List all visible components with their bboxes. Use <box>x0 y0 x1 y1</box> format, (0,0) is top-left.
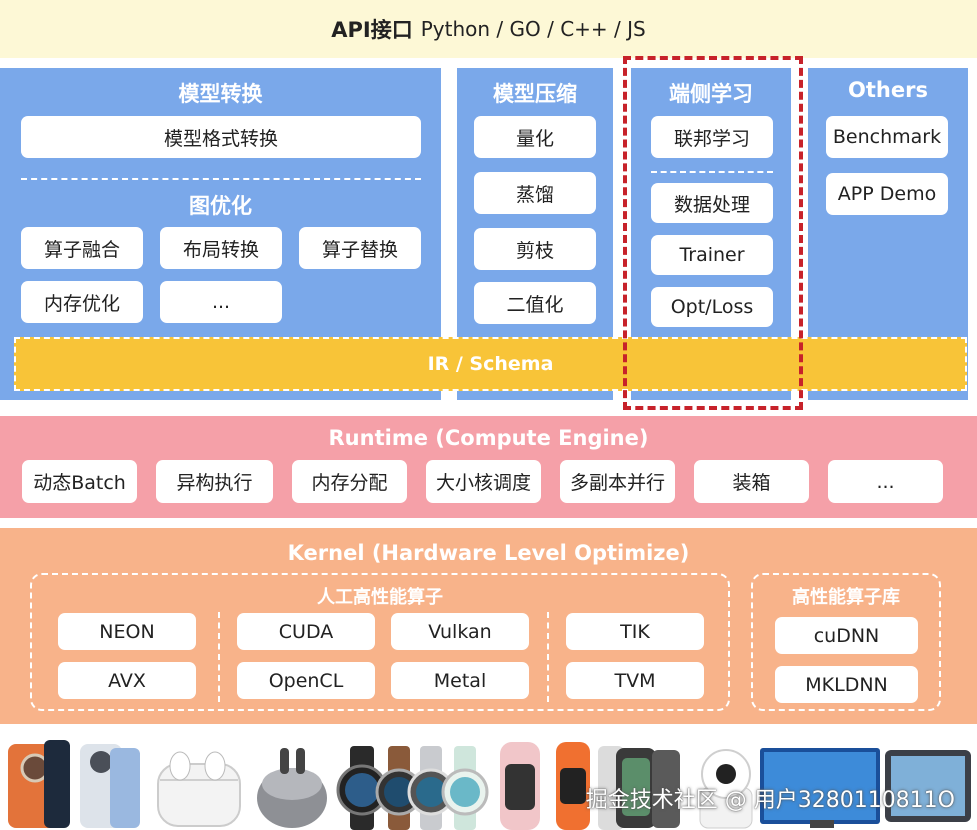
tablet-icon <box>885 750 971 822</box>
kernel-library-title: 高性能算子库 <box>792 587 900 608</box>
graph-item-op-replacement[interactable]: 算子替换 <box>299 227 421 269</box>
kernel-item-opencl[interactable]: OpenCL <box>237 662 375 699</box>
fitness-band-icon <box>500 742 540 830</box>
kernel-item-tik[interactable]: TIK <box>566 613 704 650</box>
runtime-item-core-scheduling[interactable]: 大小核调度 <box>426 460 541 503</box>
runtime-item-dynamic-batch[interactable]: 动态Batch <box>22 460 137 503</box>
runtime-item-multi-replica-parallel[interactable]: 多副本并行 <box>560 460 675 503</box>
kernel-item-neon[interactable]: NEON <box>58 613 196 650</box>
ir-schema-bar: IR / Schema <box>14 337 967 391</box>
kernel-title: Kernel (Hardware Level Optimize) <box>287 541 690 565</box>
smartwatch-icon <box>598 746 680 830</box>
manual-kernels-group <box>30 573 730 711</box>
others-item-benchmark[interactable]: Benchmark <box>826 116 948 158</box>
manual-kernels-title: 人工高性能算子 <box>317 587 443 608</box>
watermark: 掘金技术社区 @ 用户3280110811O <box>585 788 955 813</box>
smartwatch-icon <box>441 746 489 830</box>
conversion-divider <box>21 178 421 180</box>
runtime-item-heterogeneous-execution[interactable]: 异构执行 <box>156 460 273 503</box>
kernel-library-group <box>751 573 941 711</box>
runtime-title: Runtime (Compute Engine) <box>328 426 649 450</box>
api-label: API接口 <box>331 18 413 42</box>
edge-item-federated-learning[interactable]: 联邦学习 <box>651 116 773 158</box>
device-strip <box>0 728 977 830</box>
model-compression-title: 模型压缩 <box>493 82 577 106</box>
kernel-separator-2 <box>547 612 549 702</box>
edge-item-data-processing[interactable]: 数据处理 <box>651 183 773 223</box>
kernel-library-cudnn[interactable]: cuDNN <box>775 617 918 654</box>
kernel-item-cuda[interactable]: CUDA <box>237 613 375 650</box>
graph-optimization-title: 图优化 <box>189 194 252 218</box>
edge-item-trainer[interactable]: Trainer <box>651 235 773 275</box>
kernel-item-vulkan[interactable]: Vulkan <box>391 613 529 650</box>
compression-item-distillation[interactable]: 蒸馏 <box>474 172 596 214</box>
kernel-library-mkldnn[interactable]: MKLDNN <box>775 666 918 703</box>
kernel-separator-1 <box>218 612 220 702</box>
kernel-item-tvm[interactable]: TVM <box>566 662 704 699</box>
compression-item-pruning[interactable]: 剪枝 <box>474 228 596 270</box>
compression-item-quantization[interactable]: 量化 <box>474 116 596 158</box>
camera-icon <box>699 749 753 829</box>
compression-item-binarization[interactable]: 二值化 <box>474 282 596 324</box>
graph-item-memory-optimization[interactable]: 内存优化 <box>21 281 143 323</box>
graph-item-op-fusion[interactable]: 算子融合 <box>21 227 143 269</box>
tv-icon <box>760 748 880 828</box>
runtime-item-memory-allocation[interactable]: 内存分配 <box>292 460 407 503</box>
runtime-item-more[interactable]: ... <box>828 460 943 503</box>
others-title: Others <box>848 78 928 102</box>
phone-icon <box>8 740 70 828</box>
graph-item-more[interactable]: ... <box>160 281 282 323</box>
runtime-item-packing[interactable]: 装箱 <box>694 460 809 503</box>
others-item-app-demo[interactable]: APP Demo <box>826 173 948 215</box>
edge-learning-highlight-frame <box>623 56 803 410</box>
kernel-item-avx[interactable]: AVX <box>58 662 196 699</box>
edge-divider <box>651 171 773 173</box>
smartwatch-icon <box>375 746 423 830</box>
phone-icon <box>80 744 140 828</box>
api-band: API接口 Python / GO / C++ / JS <box>0 0 977 58</box>
model-conversion-title: 模型转换 <box>178 82 263 106</box>
kernel-item-metal[interactable]: Metal <box>391 662 529 699</box>
earbuds-icon <box>157 751 241 827</box>
api-languages: Python / GO / C++ / JS <box>420 17 646 41</box>
smartwatch-icon <box>336 746 388 830</box>
earbuds-icon <box>257 748 327 828</box>
fitness-band-icon <box>556 742 590 830</box>
model-format-conversion-button[interactable]: 模型格式转换 <box>21 116 421 158</box>
edge-learning-title: 端侧学习 <box>669 82 753 106</box>
graph-item-layout-conversion[interactable]: 布局转换 <box>160 227 282 269</box>
ir-schema-label: IR / Schema <box>427 353 554 375</box>
edge-item-opt-loss[interactable]: Opt/Loss <box>651 287 773 327</box>
